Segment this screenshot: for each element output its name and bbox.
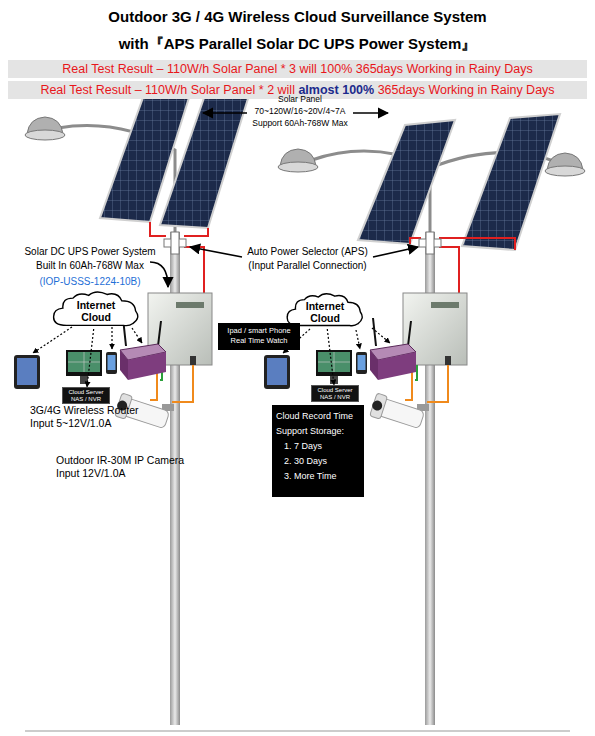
server-label: Cloud Server NAS / NVR — [62, 387, 110, 404]
red-wire — [184, 247, 204, 294]
red-wire — [184, 228, 208, 236]
bottom-rule — [25, 731, 570, 732]
panel-spec: Solar Panel 70~120W/16~20V/4~7A Support … — [245, 93, 355, 129]
tablet-screen — [17, 358, 37, 385]
model-number: (IOP-USSS-1224-10B) — [20, 275, 160, 289]
router-side — [120, 350, 128, 380]
lamp-glass — [545, 166, 585, 176]
watch-box: Ipad / smart Phone Real Time Watch — [218, 323, 300, 350]
camera-hood — [370, 393, 388, 419]
junction-arm — [426, 232, 434, 254]
node-text: Real Test Result – 110W/h Solar Panel * … — [62, 62, 532, 76]
monitor — [66, 350, 102, 376]
dotted-arrow — [372, 328, 390, 343]
node-text: 365days Working in Rainy Days — [378, 83, 555, 97]
power-wires — [150, 222, 515, 294]
dotted-connector — [327, 329, 334, 385]
leader-arrows — [150, 113, 418, 287]
monitor — [316, 350, 352, 376]
node-text: Real Test Result – 110W/h Solar Panel * … — [40, 83, 295, 97]
dotted-arrow — [132, 328, 142, 343]
monitor-stand — [80, 376, 88, 384]
ups-panel — [176, 302, 204, 308]
node-text: Cloud Record Time Support Storage: — [276, 409, 360, 439]
router-antenna — [373, 318, 411, 346]
phone-screen — [358, 355, 366, 370]
node-text: 1. 7 Days — [276, 439, 360, 454]
ups-port — [445, 356, 451, 365]
dotted-arrow — [33, 327, 72, 353]
dotted-connector — [87, 329, 94, 387]
aps-label: Auto Power Selector (APS) (Input Paralle… — [240, 245, 375, 273]
ups-label: Solar DC UPS Power System Built In 60Ah-… — [20, 245, 160, 273]
server-label: Cloud Server NAS / NVR — [311, 385, 359, 402]
right-pole-equipment — [369, 293, 467, 432]
red-wire — [150, 222, 166, 236]
ups-panel — [431, 302, 459, 308]
monitor-grid — [318, 352, 350, 372]
camera-lens — [371, 399, 384, 412]
red-wire — [439, 247, 459, 294]
router-side — [370, 350, 378, 380]
record-box: Cloud Record Time Support Storage:1. 7 D… — [272, 405, 364, 497]
solar-panels — [100, 88, 560, 250]
monitor-screen — [68, 352, 100, 372]
phone-screen — [108, 355, 116, 370]
leader-arrow — [373, 247, 418, 257]
internet-cloud: Internet Cloud — [50, 289, 142, 329]
node-text: Cloud Server NAS / NVR — [314, 387, 356, 401]
lamp-glass — [278, 162, 318, 172]
node-text: Ipad / smart Phone Real Time Watch — [221, 326, 297, 346]
dotted-arrow — [111, 327, 112, 349]
leader-arrow — [203, 112, 247, 114]
leader-arrow — [353, 112, 388, 114]
node-text: Internet Cloud — [64, 299, 128, 323]
leader-arrow — [190, 247, 242, 257]
ip-camera — [369, 393, 426, 432]
red-wire — [439, 238, 515, 250]
dotted-arrow — [356, 330, 360, 349]
cloud-outline — [54, 292, 138, 326]
node-text: 3. More Time — [276, 469, 360, 484]
tablet — [14, 355, 40, 389]
ups-port — [190, 356, 196, 365]
phone — [356, 352, 367, 374]
result-band: Real Test Result – 110W/h Solar Panel * … — [8, 60, 587, 78]
monitor-grid — [68, 352, 100, 372]
lamp-glass — [25, 130, 65, 140]
tablet-screen — [267, 358, 287, 385]
junction-arm — [171, 232, 179, 254]
diagram-title: Outdoor 3G / 4G Wireless Cloud Surveilla… — [100, 3, 495, 57]
solar-panel — [160, 92, 250, 228]
node-text: Cloud Server NAS / NVR — [65, 389, 107, 403]
router-label: 3G/4G Wireless Router Input 5~12V/1.0A — [30, 404, 155, 430]
orange-wire — [172, 365, 193, 402]
solar-panel — [358, 120, 455, 244]
dotted-links — [33, 327, 142, 353]
client-devices — [14, 318, 166, 389]
router-front — [128, 352, 166, 380]
orange-wire — [427, 365, 448, 402]
camera-label: Outdoor IR-30M IP Camera Input 12V/1.0A — [56, 454, 196, 480]
monitor-stand — [330, 376, 338, 384]
monitor-screen — [318, 352, 350, 372]
node-text: Internet Cloud — [298, 300, 352, 324]
cloud-outline — [287, 294, 362, 326]
router-front — [378, 352, 416, 380]
leader-arrow — [150, 262, 168, 287]
solar-panel — [462, 114, 560, 250]
phone — [106, 352, 117, 374]
node-text: 2. 30 Days — [276, 454, 360, 469]
tablet — [264, 355, 290, 389]
